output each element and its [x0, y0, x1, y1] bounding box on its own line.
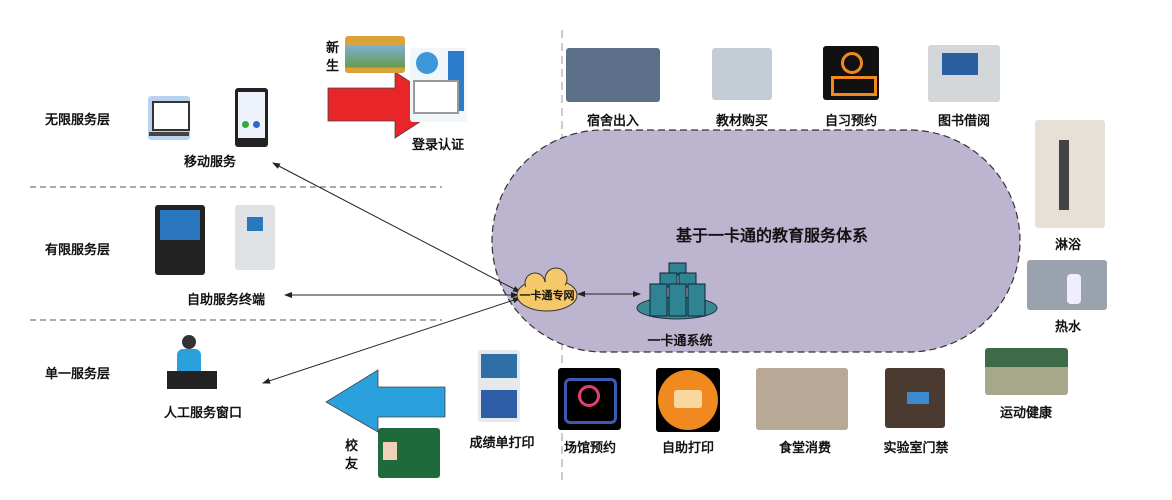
layer-label-limited: 有限服务层 — [45, 243, 111, 258]
sports-image — [985, 348, 1068, 395]
center-title: 基于一卡通的教育服务体系 — [675, 226, 869, 245]
alumni-card-image — [378, 428, 440, 478]
alumni-label: 校友 — [345, 439, 359, 472]
service-self-print: 自助打印 — [661, 441, 715, 456]
phone-image — [235, 88, 268, 147]
shower-image — [1035, 120, 1105, 228]
transcript-printer-image — [478, 350, 520, 422]
mobile-service-label: 移动服务 — [183, 155, 237, 170]
service-venue-reservation: 场馆预约 — [563, 441, 617, 456]
kiosk-image-2 — [235, 205, 275, 270]
campus-card-image — [345, 36, 405, 73]
canteen-image — [756, 368, 848, 430]
service-canteen: 食堂消费 — [778, 441, 832, 456]
manual-window-label: 人工服务窗口 — [163, 406, 243, 421]
service-study-reservation: 自习预约 — [824, 114, 878, 129]
login-terminals-image — [410, 48, 467, 122]
service-dorm-access: 宿舍出入 — [586, 114, 640, 129]
lab-access-image — [885, 368, 945, 428]
transcript-print-label: 成绩单打印 — [469, 436, 535, 451]
textbook-kiosk-image — [712, 48, 772, 100]
study-icon — [823, 46, 879, 100]
kiosk-image-1 — [155, 205, 205, 275]
alumni-arrow — [325, 369, 446, 433]
network-cloud-icon — [516, 267, 578, 312]
venue-icon — [558, 368, 621, 430]
service-hot-water: 热水 — [1054, 320, 1082, 335]
self-service-terminal-label: 自助服务终端 — [186, 293, 266, 308]
new-student-label: 新生 — [326, 41, 340, 74]
layer-label-single: 单一服务层 — [45, 367, 111, 382]
network-label: 一卡通专网 — [519, 289, 575, 302]
service-window-image — [162, 335, 222, 392]
layer-label-unlimited: 无限服务层 — [45, 113, 111, 128]
laptop-image — [148, 96, 190, 140]
login-label: 登录认证 — [411, 138, 465, 153]
service-shower: 淋浴 — [1054, 238, 1082, 253]
print-icon — [656, 368, 720, 432]
server-icon — [636, 262, 718, 320]
service-sports-health: 运动健康 — [999, 406, 1053, 421]
service-library-borrowing: 图书借阅 — [937, 114, 991, 129]
link-window — [262, 297, 521, 384]
dorm-gate-image — [566, 48, 660, 102]
library-terminal-image — [928, 45, 1000, 102]
service-lab-access: 实验室门禁 — [883, 441, 949, 456]
link-mobile — [272, 162, 521, 293]
system-label: 一卡通系统 — [647, 334, 713, 349]
hot-water-image — [1027, 260, 1107, 310]
service-textbook-purchase: 教材购买 — [715, 114, 769, 129]
